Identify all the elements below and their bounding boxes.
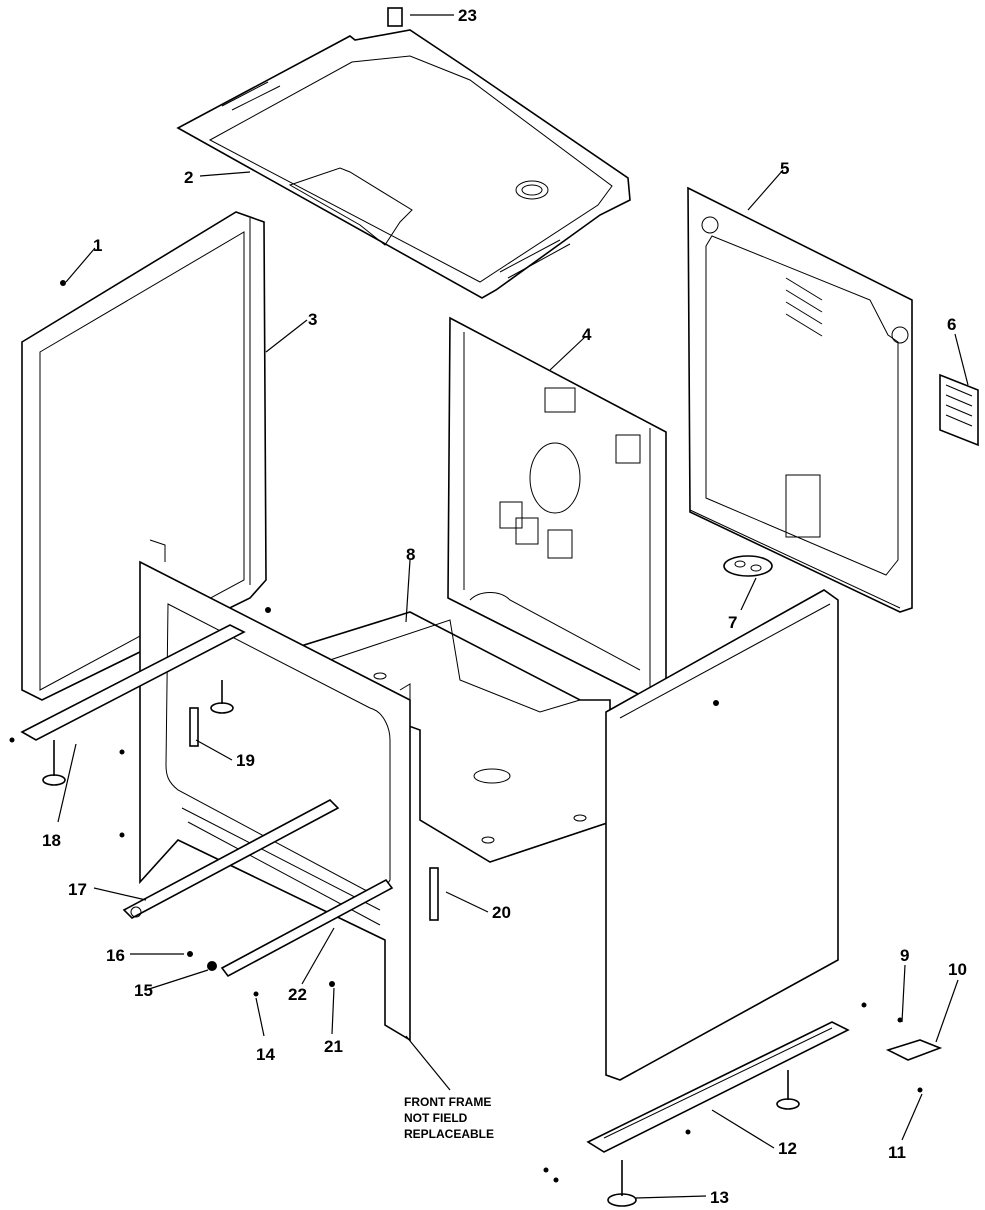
callout-19: 19	[236, 751, 255, 770]
callout-21: 21	[324, 1037, 343, 1056]
callout-13: 13	[710, 1188, 729, 1207]
part-12-base-rail	[586, 1021, 850, 1153]
part-10-bracket	[885, 1039, 943, 1061]
callout-10: 10	[948, 960, 967, 979]
right-side-panel	[605, 589, 839, 1081]
part-20-bracket	[429, 867, 439, 921]
callout-15: 15	[134, 981, 153, 1000]
note-line-1: FRONT FRAME	[404, 1095, 491, 1109]
front-frame	[139, 539, 411, 1042]
note-line-2: NOT FIELD	[404, 1111, 468, 1125]
callout-6: 6	[947, 315, 956, 334]
callout-5: 5	[780, 159, 789, 178]
callout-11: 11	[888, 1143, 906, 1162]
callout-12: 12	[778, 1139, 797, 1158]
note-line-3: REPLACEABLE	[404, 1127, 494, 1141]
part-5-back-panel	[687, 186, 913, 613]
callout-1: 1	[93, 236, 102, 255]
part-22-toe-kick	[220, 878, 394, 978]
callout-7: 7	[728, 613, 737, 632]
callout-16: 16	[106, 946, 125, 965]
leader-lines	[57, 14, 969, 1199]
part-4-rear-panel	[447, 316, 667, 701]
part-17-front-rail	[122, 799, 340, 919]
callout-23: 23	[458, 6, 477, 25]
callout-4: 4	[582, 325, 592, 344]
callout-labels: 23 2 1 3 4 5 6 7 8 9 10 11 12 13 14 15 1…	[42, 6, 967, 1207]
part-3-left-side-panel	[21, 211, 267, 701]
part-23-clip	[387, 7, 403, 27]
screws	[9, 280, 923, 1183]
callout-20: 20	[492, 903, 511, 922]
part-6-vent-cover	[939, 373, 979, 447]
part-18-base-rail	[20, 624, 246, 741]
part-19-bracket	[189, 707, 199, 747]
part-7-grommet	[723, 555, 773, 577]
callout-2: 2	[184, 168, 193, 187]
callout-8: 8	[406, 545, 415, 564]
front-frame-note: FRONT FRAME NOT FIELD REPLACEABLE	[404, 1095, 494, 1141]
callout-3: 3	[308, 310, 317, 329]
callout-9: 9	[900, 946, 909, 965]
callout-17: 17	[68, 880, 87, 899]
part-2-top-panel	[176, 29, 631, 299]
callout-14: 14	[256, 1045, 275, 1064]
callout-18: 18	[42, 831, 61, 850]
part-13-leveling-legs	[42, 680, 800, 1207]
callout-22: 22	[288, 985, 307, 1004]
